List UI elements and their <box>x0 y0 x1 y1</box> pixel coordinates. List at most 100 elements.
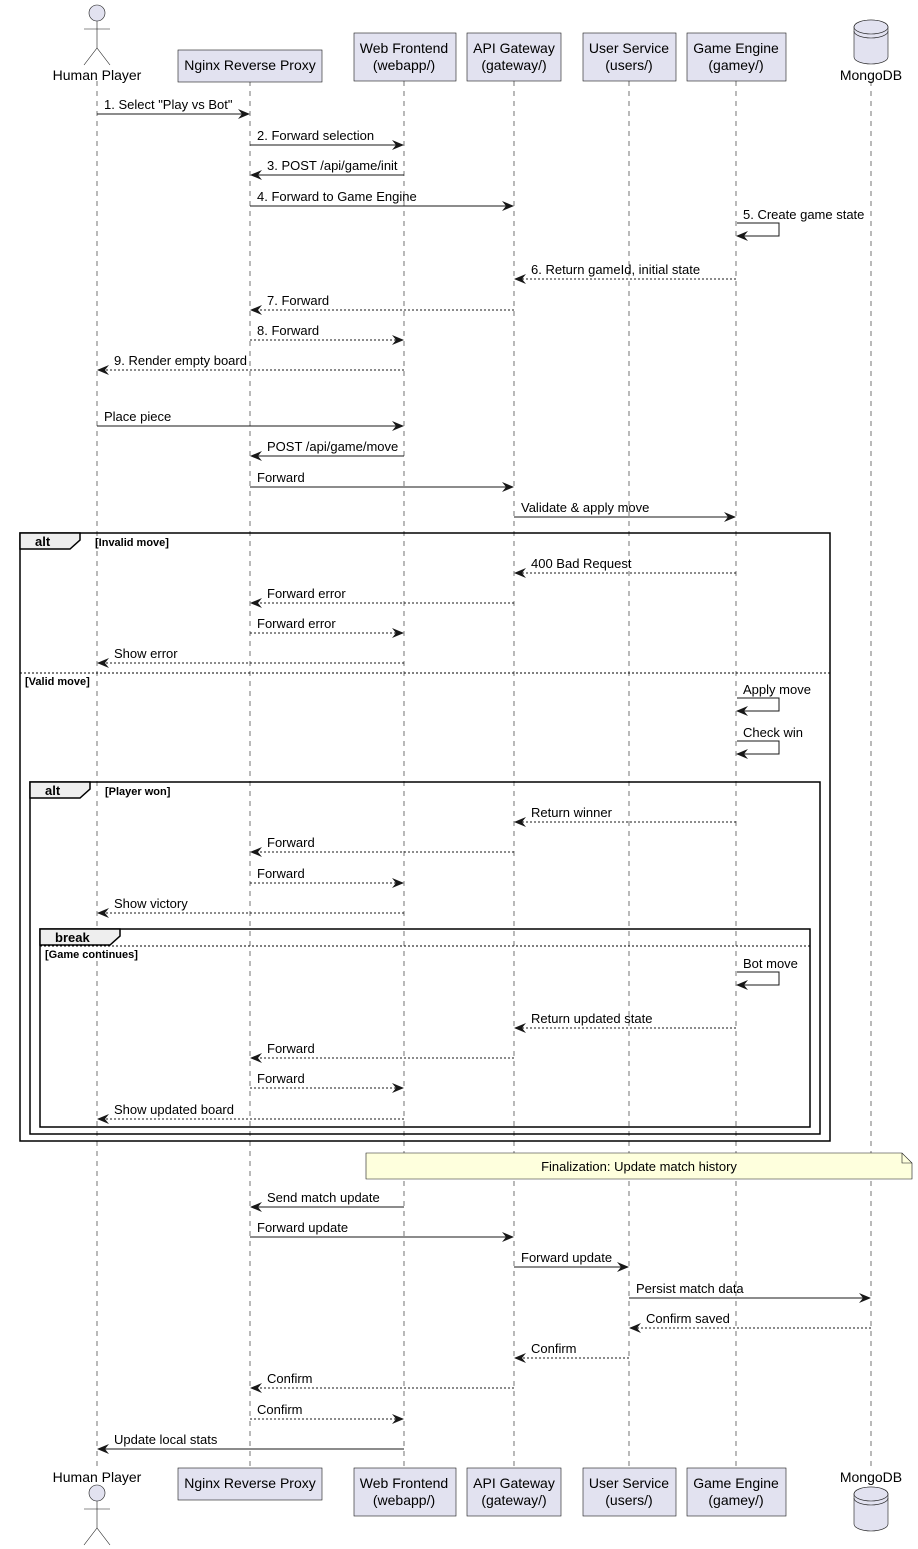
message-label: Forward error <box>267 586 346 601</box>
message-13: Validate & apply move <box>514 500 736 522</box>
message-label: POST /api/game/move <box>267 439 398 454</box>
participant-label: Nginx Reverse Proxy <box>184 57 316 73</box>
participant-users-top: User Service(users/) <box>582 32 677 82</box>
participant-box <box>466 1467 562 1517</box>
frame-alt-0: alt[Invalid move][Valid move] <box>19 532 831 1142</box>
participant-label: Human Player <box>53 1469 142 1485</box>
frame-border <box>39 928 811 1128</box>
database-icon <box>853 1486 889 1532</box>
participant-webapp-top: Web Frontend(webapp/) <box>353 32 457 82</box>
frame-tab <box>39 928 121 946</box>
message-label: Confirm <box>267 1371 313 1386</box>
participant-label: API Gateway <box>473 1475 555 1491</box>
participant-box <box>177 49 323 83</box>
message-3: 3. POST /api/game/init <box>250 158 404 180</box>
message-arrow <box>736 740 780 759</box>
participant-box <box>686 32 787 82</box>
participant-label: (gateway/) <box>481 1492 546 1508</box>
participant-label: API Gateway <box>473 40 555 56</box>
message-label: Show victory <box>114 896 188 911</box>
message-label: Bot move <box>743 956 798 971</box>
database-icon <box>853 19 889 65</box>
message-32: Persist match data <box>629 1281 871 1303</box>
message-label: Show error <box>114 646 178 661</box>
participant-nginx-bottom: Nginx Reverse Proxy <box>177 1467 323 1501</box>
message-2: 2. Forward selection <box>250 128 404 150</box>
participant-box <box>177 1467 323 1501</box>
message-label: 7. Forward <box>267 293 329 308</box>
message-18: Apply move <box>736 682 811 716</box>
frame-guard: [Player won] <box>105 786 171 798</box>
message-15: Forward error <box>250 586 514 608</box>
participant-label: Human Player <box>53 67 142 83</box>
message-label: 1. Select "Play vs Bot" <box>104 97 233 112</box>
participant-gamey-top: Game Engine(gamey/) <box>686 32 787 82</box>
frame-guard: [Valid move] <box>25 676 90 688</box>
message-24: Bot move <box>736 956 798 990</box>
message-10: Place piece <box>97 409 404 431</box>
participant-label: Game Engine <box>693 1475 779 1491</box>
message-36: Confirm <box>250 1402 404 1424</box>
message-label: Forward <box>257 866 305 881</box>
participant-label: (webapp/) <box>373 57 435 73</box>
message-label: Return updated state <box>531 1011 652 1026</box>
message-31: Forward update <box>514 1250 629 1272</box>
message-29: Send match update <box>250 1190 404 1212</box>
message-label: Show updated board <box>114 1102 234 1117</box>
participant-label: Game Engine <box>693 40 779 56</box>
message-16: Forward error <box>250 616 404 638</box>
message-label: Forward update <box>257 1220 348 1235</box>
frame-keyword: break <box>55 930 90 945</box>
participant-label: Web Frontend <box>360 1475 448 1491</box>
message-label: 6. Return gameId, initial state <box>531 262 700 277</box>
message-34: Confirm <box>514 1341 629 1363</box>
message-label: 4. Forward to Game Engine <box>257 189 417 204</box>
message-6: 6. Return gameId, initial state <box>514 262 736 284</box>
message-label: Check win <box>743 725 803 740</box>
message-7: 7. Forward <box>250 293 514 315</box>
message-label: Send match update <box>267 1190 380 1205</box>
message-19: Check win <box>736 725 803 759</box>
message-label: Forward <box>267 835 315 850</box>
participant-box <box>466 32 562 82</box>
participant-label: (users/) <box>605 1492 652 1508</box>
message-22: Forward <box>250 866 404 888</box>
actor-icon <box>83 4 111 66</box>
frame-border <box>19 532 831 1142</box>
frame-tab <box>29 781 91 799</box>
message-25: Return updated state <box>514 1011 736 1033</box>
participant-gateway-top: API Gateway(gateway/) <box>466 32 562 82</box>
message-label: Return winner <box>531 805 613 820</box>
message-label: 2. Forward selection <box>257 128 374 143</box>
message-label: Confirm saved <box>646 1311 730 1326</box>
message-label: 3. POST /api/game/init <box>267 158 398 173</box>
message-20: Return winner <box>514 805 736 827</box>
frame-border <box>29 781 821 1135</box>
message-label: Validate & apply move <box>521 500 649 515</box>
message-33: Confirm saved <box>629 1311 871 1333</box>
participant-label: Nginx Reverse Proxy <box>184 1475 316 1491</box>
participant-label: (webapp/) <box>373 1492 435 1508</box>
message-label: Confirm <box>531 1341 577 1356</box>
message-1: 1. Select "Play vs Bot" <box>97 97 250 119</box>
message-37: Update local stats <box>97 1432 404 1454</box>
message-arrow <box>736 971 780 990</box>
participant-label: User Service <box>589 1475 669 1491</box>
message-4: 4. Forward to Game Engine <box>250 189 514 211</box>
message-26: Forward <box>250 1041 514 1063</box>
message-label: 400 Bad Request <box>531 556 632 571</box>
participant-box <box>582 1467 677 1517</box>
message-14: 400 Bad Request <box>514 556 736 578</box>
message-label: 9. Render empty board <box>114 353 247 368</box>
participant-label: (gateway/) <box>481 57 546 73</box>
message-label: Forward <box>267 1041 315 1056</box>
message-arrow <box>736 697 780 716</box>
message-label: Update local stats <box>114 1432 218 1447</box>
frame-tab <box>19 532 81 550</box>
participant-gamey-bottom: Game Engine(gamey/) <box>686 1467 787 1517</box>
message-label: Forward <box>257 1071 305 1086</box>
participant-gateway-bottom: API Gateway(gateway/) <box>466 1467 562 1517</box>
participant-box <box>582 32 677 82</box>
participant-users-bottom: User Service(users/) <box>582 1467 677 1517</box>
